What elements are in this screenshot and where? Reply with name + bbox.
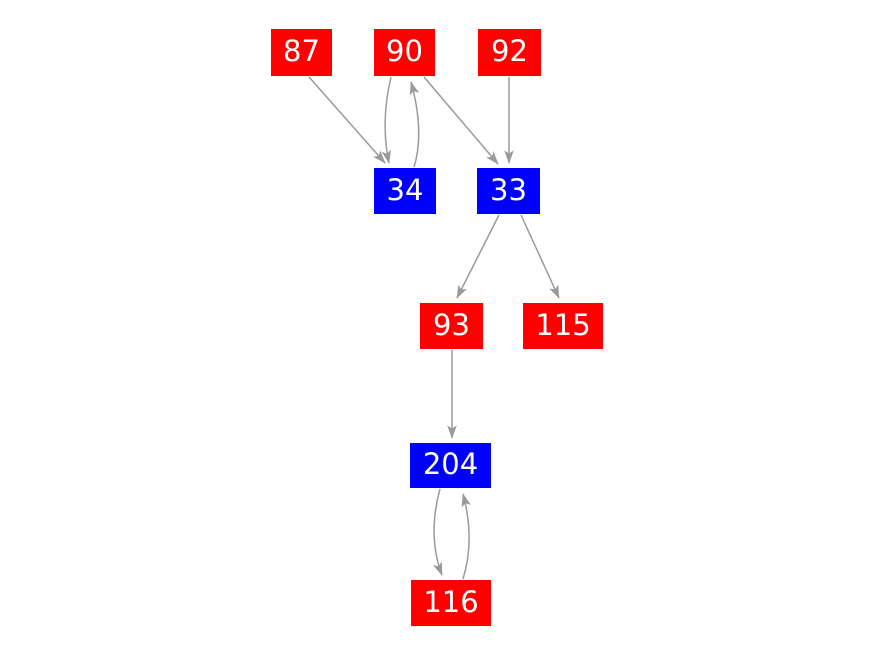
graph-node-93[interactable]: 93 bbox=[420, 303, 483, 349]
graph-node-87[interactable]: 87 bbox=[271, 29, 332, 76]
edge-90-33 bbox=[423, 76, 499, 165]
edge-116-204 bbox=[461, 493, 471, 580]
edge-87-34 bbox=[308, 76, 386, 164]
graph-node-label: 92 bbox=[491, 34, 528, 68]
edge-33-93 bbox=[456, 214, 500, 299]
graph-node-label: 90 bbox=[386, 34, 423, 68]
edge-204-116 bbox=[432, 488, 443, 576]
graph-node-label: 116 bbox=[423, 584, 479, 619]
edge-34-90 bbox=[409, 81, 420, 168]
graph-node-label: 115 bbox=[535, 307, 591, 342]
graph-node-90[interactable]: 90 bbox=[374, 29, 435, 76]
graph-node-label: 87 bbox=[283, 34, 320, 68]
edge-33-115 bbox=[520, 214, 560, 299]
edge-90-34 bbox=[381, 76, 392, 164]
graph-node-116[interactable]: 116 bbox=[411, 580, 491, 626]
graph-node-33[interactable]: 33 bbox=[477, 168, 540, 214]
graph-node-label: 204 bbox=[422, 447, 479, 481]
graph-node-204[interactable]: 204 bbox=[410, 443, 491, 488]
graph-node-34[interactable]: 34 bbox=[374, 168, 436, 214]
graph-node-label: 93 bbox=[433, 307, 470, 342]
graph-node-label: 33 bbox=[490, 172, 527, 207]
graph-node-label: 34 bbox=[386, 172, 424, 207]
graph-node-115[interactable]: 115 bbox=[523, 303, 603, 349]
graph-node-92[interactable]: 92 bbox=[478, 29, 541, 76]
